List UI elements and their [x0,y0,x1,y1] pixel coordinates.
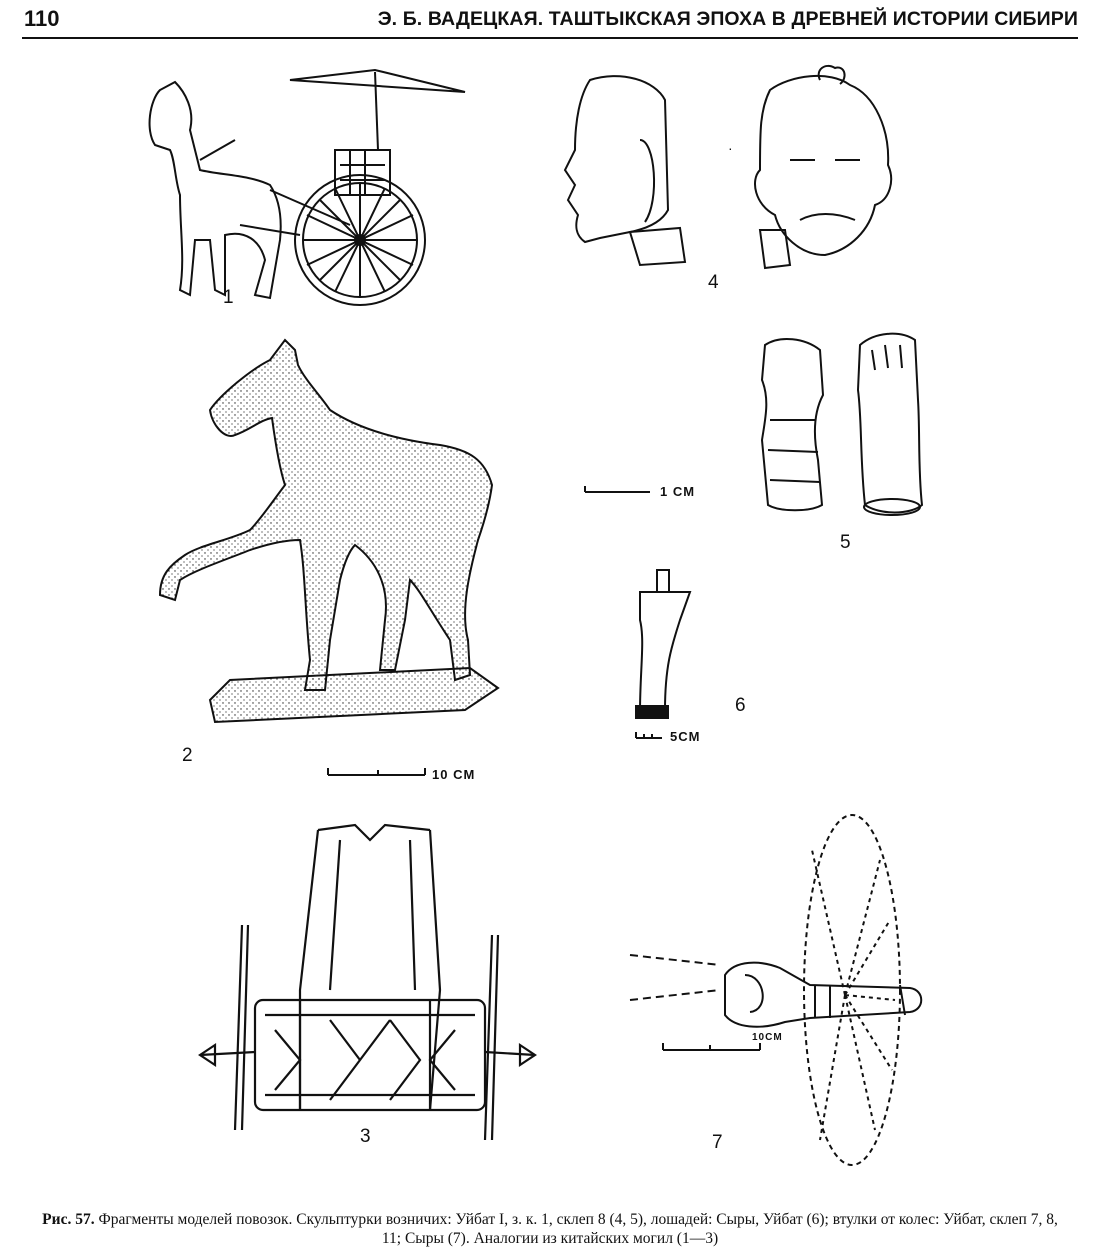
figure-label-1: 1 [223,287,234,308]
page-number: 110 [24,6,60,31]
header-rule [22,37,1078,39]
svg-text:·: · [728,140,733,156]
page-header: 110 Э. Б. ВАДЕЦКАЯ. ТАШТЫКСКАЯ ЭПОХА В Д… [22,0,1078,40]
scale-label-1cm: 1 CM [660,484,696,499]
caption-text: Фрагменты моделей повозок. Скульптурки в… [94,1211,1058,1247]
figure-drawings: · [148,64,924,1166]
caption-prefix: Рис. 57. [42,1211,95,1228]
fig6-post-drawing [635,569,692,719]
fig4-heads-drawing [563,64,893,270]
fig5-arms-drawing [760,332,924,516]
figure-label-4: 4 [708,272,719,293]
figure-label-3: 3 [360,1126,371,1147]
figure-label-6: 6 [735,695,746,716]
fig7-hub-drawing [629,814,923,1166]
running-head: Э. Б. ВАДЕЦКАЯ. ТАШТЫКСКАЯ ЭПОХА В ДРЕВН… [377,8,1078,30]
figure-caption: Рис. 57. Фрагменты моделей повозок. Скул… [40,1210,1060,1248]
figure-label-5: 5 [840,532,851,553]
figure-label-7: 7 [712,1132,723,1153]
figure-label-2: 2 [182,745,193,766]
fig1-horse-cart-drawing [148,68,466,306]
scale-label-10cm-small: 10CM [752,1032,783,1043]
fig3-cart-frame-drawing [198,823,537,1141]
scale-bars [327,486,761,1051]
scale-label-10cm: 10 CM [432,767,476,782]
fig2-horse-figurine-drawing [158,338,500,724]
scale-label-5cm: 5CM [670,729,701,744]
